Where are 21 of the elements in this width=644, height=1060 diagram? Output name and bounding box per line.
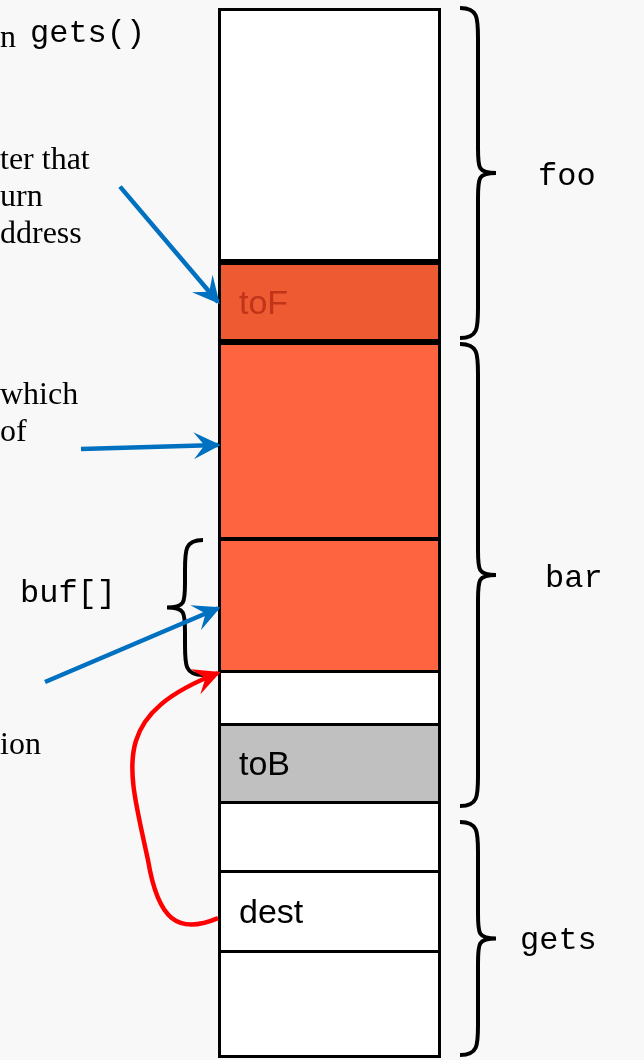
stack-cell (218, 342, 441, 540)
cell-label: toB (239, 744, 291, 783)
stack-cell (218, 8, 441, 262)
heading-text: n (0, 18, 16, 55)
frame-label: gets (520, 922, 597, 959)
arrow (118, 185, 220, 305)
stack-cell (218, 801, 441, 873)
buffer-label: buf[] (20, 575, 116, 612)
function-name: gets() (30, 15, 146, 52)
annotation-text: ion (0, 725, 41, 762)
annotation-text: ter that urn ddress (0, 140, 120, 251)
stack-cell (218, 723, 441, 804)
frame-label: bar (545, 560, 603, 597)
stack-cell (218, 870, 441, 953)
annotation-text: which of (0, 375, 90, 449)
stack-cell (218, 950, 441, 1058)
stack-cell (218, 262, 441, 342)
cell-label: dest (239, 892, 304, 931)
stack-cell (218, 538, 441, 673)
frame-label: foo (538, 158, 596, 195)
stack-cell (218, 670, 441, 726)
